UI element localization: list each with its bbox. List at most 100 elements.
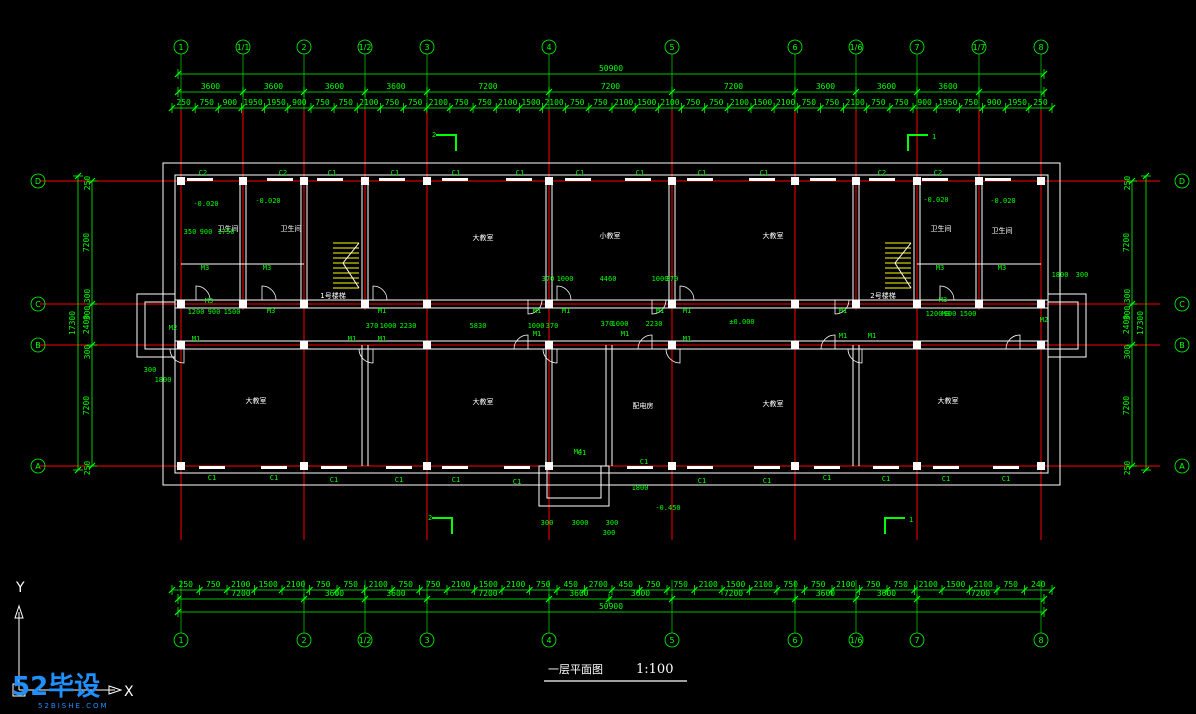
axis-bubble-top-label: 1/6	[850, 43, 863, 52]
door-swing	[651, 299, 667, 315]
bottom-total-dim-label: 50900	[599, 602, 623, 611]
bottom-total-dim-slash	[1040, 608, 1048, 616]
porch-east	[1047, 293, 1087, 358]
top-detail-dim-slash	[631, 104, 639, 112]
column	[423, 177, 431, 185]
porch-east-inner	[1047, 301, 1079, 350]
bottom-axis-dim-slash	[1040, 595, 1048, 603]
top-detail-dim-slash	[214, 104, 222, 112]
outer-wall	[162, 162, 1061, 486]
door-swing	[939, 285, 955, 301]
column	[423, 462, 431, 470]
top-detail-dim-label: 900	[292, 98, 307, 107]
right-axis-dim-slash	[1128, 300, 1136, 308]
top-total-dim-label: 50900	[599, 64, 623, 73]
bottom-detail-dim-slash	[691, 586, 698, 594]
misc-dim-label: 900	[200, 228, 213, 236]
column	[668, 177, 676, 185]
room-label-r8: 大教室	[938, 396, 959, 405]
right-total-dim-label: 17300	[1136, 311, 1145, 335]
window-tag-bottom: C1	[640, 458, 648, 466]
bottom-axis-dim-label: 3600	[569, 589, 588, 598]
axis-bubble-left-circle	[30, 337, 46, 353]
misc-dim-label: 300	[603, 529, 616, 537]
window-bottom	[321, 466, 347, 469]
column	[668, 341, 676, 349]
bottom-detail-dim-label: 2100	[919, 580, 938, 589]
window-bottom	[933, 466, 959, 469]
column	[791, 177, 799, 185]
axis-bubble-left-label: A	[35, 462, 41, 471]
column	[1037, 341, 1045, 349]
window-tag-top: C1	[452, 169, 460, 177]
right-axis-dim-slash	[1128, 462, 1136, 470]
door-swing	[679, 285, 695, 301]
window-top	[922, 178, 948, 181]
misc-dim-label: 5830	[470, 322, 487, 330]
misc-dim-label: 370	[542, 275, 555, 283]
top-detail-dim-label: 900	[917, 98, 932, 107]
door-tag: M3	[998, 264, 1006, 272]
axis-bubble-left-circle	[30, 458, 46, 474]
window-top	[317, 178, 343, 181]
right-total-dim-slash	[1142, 172, 1150, 180]
top-detail-dim-label: 750	[964, 98, 979, 107]
bottom-detail-dim-label: 750	[646, 580, 661, 589]
room-label-r6: 配电房	[633, 401, 654, 410]
window-tag-top: C2	[279, 169, 287, 177]
misc-dim-label: 300	[144, 366, 157, 374]
left-small-dim-label: 250	[83, 176, 92, 191]
right-axis-dim-slash	[1128, 341, 1136, 349]
bottom-axis-dim-slash	[174, 595, 182, 603]
axis-bubble-top-label: 6	[792, 43, 797, 52]
bottom-detail-dim-slash	[306, 586, 313, 594]
window-tag-bottom: C1	[208, 474, 216, 482]
left-small-dim-label: 300	[83, 289, 92, 304]
window-tag-top: C1	[576, 169, 584, 177]
logo-sub: 52BISHE.COM	[38, 702, 109, 710]
window-top	[267, 178, 293, 181]
right-small-dim-label: 250	[1123, 461, 1132, 476]
door-tag: M1	[562, 307, 570, 315]
bottom-detail-dim-label: 2100	[451, 580, 470, 589]
misc-dim-label: 1800	[632, 484, 649, 492]
bottom-detail-dim-slash	[196, 586, 203, 594]
misc-dim-label: 300	[606, 519, 619, 527]
top-total-dim-slash	[1040, 70, 1048, 78]
right-small-dim-label: 300	[1123, 306, 1132, 321]
window-tag-bottom: C1	[395, 476, 403, 484]
elevation-mark: ±0.000	[729, 318, 754, 326]
column	[361, 177, 369, 185]
misc-dim-label: 1200	[188, 308, 205, 316]
bottom-detail-dim-label: 1500	[946, 580, 965, 589]
bottom-detail-dim-slash	[1048, 586, 1056, 594]
bottom-detail-dim-label: 750	[866, 580, 881, 589]
door-tag: M1	[839, 307, 847, 315]
window-top	[506, 178, 532, 181]
top-detail-dim-slash	[191, 104, 199, 112]
window-top	[810, 178, 836, 181]
left-axis-dim-slash	[88, 341, 96, 349]
top-detail-dim-label: 2100	[614, 98, 633, 107]
door-tag: M1	[656, 307, 664, 315]
top-detail-dim-label: 750	[709, 98, 724, 107]
bottom-detail-dim-slash	[911, 586, 918, 594]
misc-dim-label: 300	[1076, 271, 1089, 279]
bottom-total-dim-slash	[174, 608, 182, 616]
column	[791, 300, 799, 308]
bottom-detail-dim-slash	[856, 586, 863, 594]
bottom-detail-dim-slash	[966, 586, 973, 594]
top-detail-dim-label: 900	[223, 98, 238, 107]
bottom-detail-dim-slash	[553, 586, 561, 594]
top-detail-dim-slash	[701, 104, 709, 112]
window-tag-bottom: C1	[698, 477, 706, 485]
room-label-r5: 大教室	[473, 397, 494, 406]
section-mark-label: 2	[428, 514, 432, 522]
bottom-detail-dim-label: 750	[811, 580, 826, 589]
top-detail-dim-slash	[469, 104, 477, 112]
misc-dim-label: 2230	[646, 320, 663, 328]
window-top	[187, 178, 213, 181]
top-axis-dim-label: 3600	[877, 82, 896, 91]
room-label-st1: 1号楼梯	[320, 291, 345, 300]
